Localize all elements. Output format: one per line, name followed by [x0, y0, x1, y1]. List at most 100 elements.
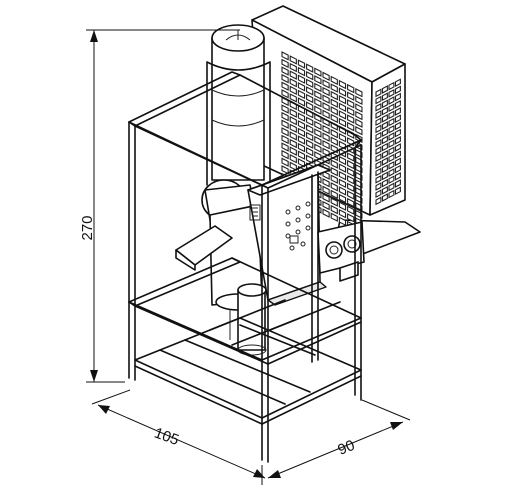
vent-slot — [330, 174, 338, 184]
vent-slot — [338, 102, 347, 113]
vent-slot — [394, 107, 401, 116]
vent-slot — [381, 121, 388, 130]
vent-slot — [338, 171, 347, 181]
vent-slot — [381, 171, 388, 181]
vent-slot — [388, 117, 395, 127]
vent-slot — [375, 146, 382, 155]
panel-button-icon — [305, 225, 311, 231]
vent-slot — [281, 66, 289, 76]
vent-slot — [322, 132, 330, 142]
vent-slot — [388, 160, 395, 170]
vent-slot — [394, 186, 401, 196]
vent-slot — [381, 157, 388, 166]
vent-slot — [322, 109, 330, 120]
vent-slot — [297, 59, 306, 69]
vent-slot — [289, 116, 297, 126]
panel-buttons — [285, 201, 311, 251]
vent-slot — [388, 81, 395, 91]
vent-slot — [330, 128, 338, 139]
vent-slot — [330, 83, 338, 93]
vent-slot — [306, 86, 314, 96]
vent-slot — [281, 58, 289, 69]
vent-slot — [289, 78, 297, 88]
vent-slot — [314, 82, 322, 93]
dimension-depth: 90 — [267, 399, 411, 479]
vent-slot — [355, 103, 363, 113]
vent-slot — [347, 205, 355, 215]
vent-slot — [281, 157, 289, 167]
vent-slot — [289, 70, 297, 80]
vent-slot — [338, 87, 347, 97]
vent-slot — [297, 74, 306, 84]
vent-slot — [289, 131, 297, 141]
vent-slot — [330, 159, 338, 169]
vent-slot — [306, 124, 314, 134]
vent-slot — [347, 114, 355, 124]
vent-slot — [322, 94, 330, 104]
vent-slot — [375, 153, 382, 163]
vent-slot — [281, 51, 289, 61]
vent-slot — [297, 135, 306, 145]
vent-slot — [381, 113, 388, 123]
vent-slot — [281, 111, 289, 122]
panel-button-icon — [295, 229, 301, 235]
vent-slot — [314, 90, 322, 100]
vent-slot — [297, 127, 306, 138]
vent-slot — [330, 75, 338, 86]
vent-slot — [322, 86, 330, 97]
vent-slot — [314, 105, 322, 115]
vent-slot — [297, 66, 306, 77]
vent-slot — [381, 193, 388, 202]
vent-slot — [306, 63, 314, 73]
vent-slot — [381, 142, 388, 152]
vent-slot — [394, 121, 401, 131]
vent-slot — [347, 152, 355, 162]
vent-slot — [388, 139, 395, 149]
vent-slot — [394, 92, 401, 102]
vent-slot — [322, 200, 330, 211]
vent-slot — [306, 71, 314, 81]
vent-slot — [375, 189, 382, 199]
vent-slot — [322, 140, 330, 150]
vent-slot — [347, 99, 355, 109]
vent-slot — [314, 120, 322, 131]
vent-slot — [314, 135, 322, 146]
vent-slot — [330, 98, 338, 108]
vent-slot — [338, 117, 347, 128]
vent-slot — [281, 127, 289, 137]
vent-slot — [375, 88, 382, 98]
vent-slot — [330, 136, 338, 146]
vent-slot — [297, 89, 306, 100]
vent-slot — [289, 154, 297, 164]
vent-slot — [375, 95, 382, 105]
vent-slot — [322, 102, 330, 112]
vent-slot — [306, 116, 314, 127]
vent-slot — [289, 62, 297, 73]
vent-slot — [297, 120, 306, 130]
vent-slot — [322, 185, 330, 196]
vent-slot — [306, 131, 314, 142]
vent-slot — [388, 132, 395, 141]
vent-slot — [394, 157, 401, 167]
vent-slot — [314, 151, 322, 161]
vent-slot — [388, 146, 395, 156]
panel-button-icon — [305, 213, 311, 219]
vent-slot — [381, 92, 388, 102]
vent-slot — [347, 167, 355, 177]
panel-button-icon — [305, 201, 311, 207]
panel-button-icon — [289, 245, 295, 251]
vent-slot — [388, 124, 395, 134]
vent-slot — [394, 179, 401, 188]
vent-slot — [338, 201, 347, 211]
vent-slot — [375, 124, 382, 134]
vent-slot — [347, 197, 355, 208]
vent-slot — [388, 96, 395, 105]
vent-slot — [314, 143, 322, 153]
vent-slot — [322, 178, 330, 188]
vent-slot — [322, 71, 330, 82]
gauge-right-icon — [343, 235, 361, 253]
vent-slot — [347, 159, 355, 170]
hopper-cylinder — [206, 24, 271, 186]
vent-grille-right — [375, 78, 401, 206]
vent-slot — [322, 170, 330, 180]
